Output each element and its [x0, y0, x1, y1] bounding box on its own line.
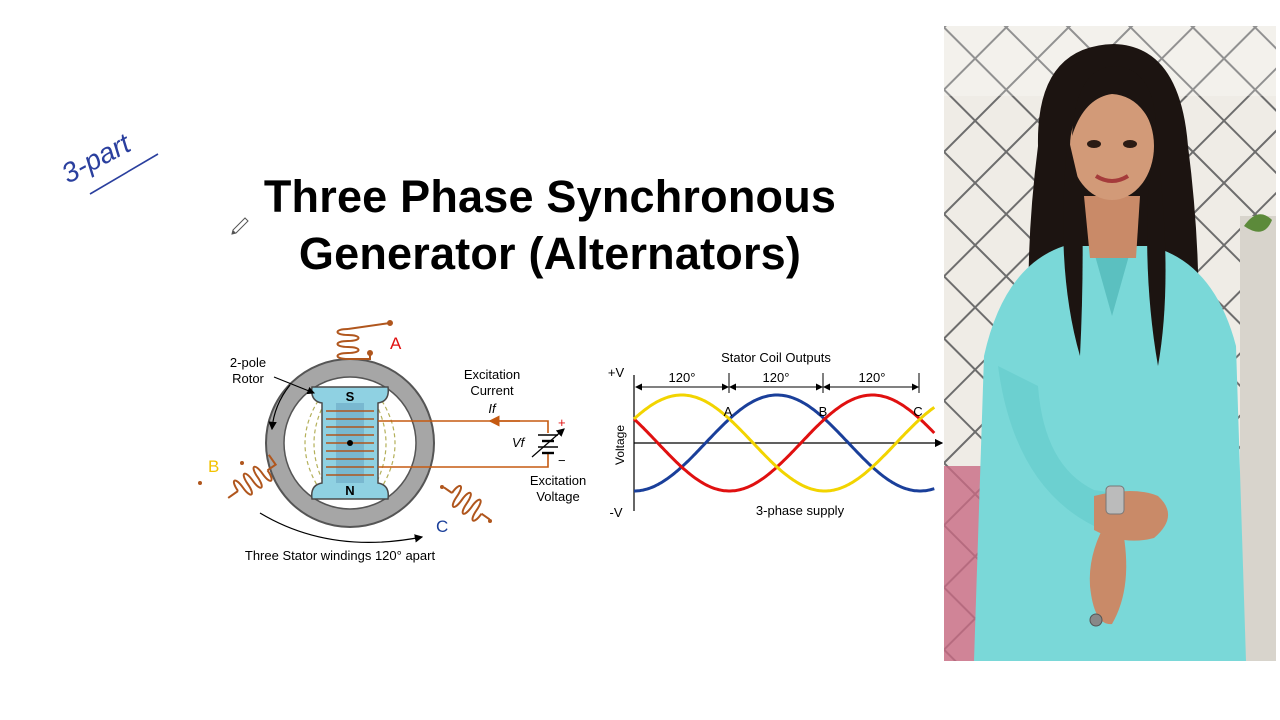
- if-label: If: [488, 401, 497, 416]
- title-line-2: Generator (Alternators): [298, 228, 802, 279]
- winding-arrow: [259, 512, 424, 543]
- phase-span-2: 120°: [763, 370, 790, 385]
- handwritten-annotation: 3-part: [60, 127, 159, 195]
- waveform-title: Stator Coil Outputs: [721, 350, 831, 365]
- excitation-voltage-line-2: Voltage: [536, 489, 579, 504]
- rotor-label-line-2: Rotor: [232, 371, 264, 386]
- battery-symbol: [531, 428, 565, 458]
- stator-coil-b: [227, 454, 278, 499]
- generator-diagram-figure: S N 2-pole Rotor A B: [198, 320, 944, 563]
- slide-title: Three Phase Synchronous Generator (Alter…: [200, 168, 900, 282]
- rotor: [310, 386, 390, 500]
- y-top-label: +V: [608, 365, 625, 380]
- rotor-pointer-arrow: [273, 376, 316, 395]
- phase-c-wave: [632, 393, 936, 493]
- excitation-current-line-1: Excitation: [464, 367, 520, 382]
- rotor-winding: [326, 410, 374, 476]
- presenter-illustration: [944, 26, 1276, 661]
- pole-n-label: N: [345, 483, 354, 498]
- y-bottom-label: -V: [610, 505, 623, 520]
- rotation-arrow: [268, 384, 291, 431]
- excitation-current-line-2: Current: [470, 383, 514, 398]
- phase-span-markers: [635, 373, 920, 393]
- vf-label: Vf: [512, 435, 526, 450]
- generator-diagram: S N 2-pole Rotor A B: [198, 320, 586, 563]
- title-line-1: Three Phase Synchronous: [263, 171, 837, 222]
- waveform-diagram: Stator Coil Outputs +V -V Voltage 120° 1…: [608, 350, 944, 520]
- phase-b-wave: [632, 393, 936, 493]
- wave-label-b: B: [819, 404, 828, 419]
- presenter-video: [944, 26, 1276, 661]
- stator-coil-a: [336, 320, 393, 360]
- rotor-label-line-1: 2-pole: [230, 355, 266, 370]
- y-axis-label: Voltage: [613, 425, 627, 465]
- coil-b-label: B: [208, 457, 219, 476]
- phase-a-wave: [634, 393, 935, 493]
- excitation-voltage-line-1: Excitation: [530, 473, 586, 488]
- generator-caption: Three Stator windings 120° apart: [245, 548, 436, 563]
- stator-coil-c: [443, 485, 491, 522]
- excitation-circuit: [378, 415, 549, 468]
- coil-a-label: A: [390, 334, 402, 353]
- annotation-text: 3-part: [60, 127, 136, 189]
- waveform-caption: 3-phase supply: [756, 503, 845, 518]
- pen-cursor-icon: [231, 217, 249, 235]
- phase-span-3: 120°: [859, 370, 886, 385]
- coil-c-label: C: [436, 517, 448, 536]
- pole-s-label: S: [346, 389, 355, 404]
- plus-sign: +: [558, 415, 566, 430]
- phase-span-1: 120°: [669, 370, 696, 385]
- minus-sign: −: [558, 453, 566, 468]
- wave-label-c: C: [913, 404, 922, 419]
- wave-label-a: A: [724, 404, 733, 419]
